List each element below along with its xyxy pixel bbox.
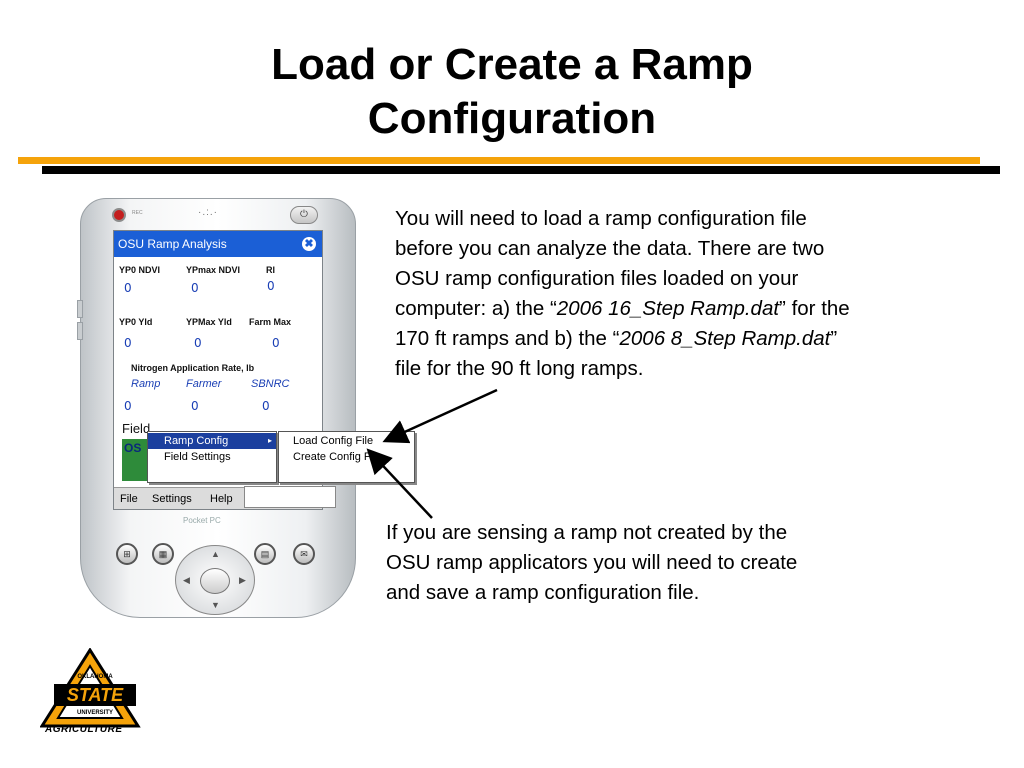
pocket-pc-brand: Pocket PC bbox=[183, 516, 221, 525]
arrow-right-icon: ▸ bbox=[267, 436, 272, 445]
file-name-16-step: 2006 16_Step Ramp.dat bbox=[556, 297, 780, 320]
dpad-up-icon[interactable]: ▲ bbox=[211, 549, 220, 559]
slide-title: Load or Create a Ramp Configuration bbox=[0, 38, 1024, 146]
menu-item-ramp-config[interactable]: Ramp Config ▸ bbox=[148, 433, 276, 449]
side-button-minus[interactable] bbox=[77, 322, 83, 340]
yp0-ndvi-value: 0 bbox=[124, 281, 132, 295]
contacts-icon[interactable]: ▤ bbox=[254, 543, 276, 565]
record-icon[interactable] bbox=[112, 208, 126, 222]
dpad-right-icon[interactable]: ▶ bbox=[239, 575, 246, 585]
app-title-bar: OSU Ramp Analysis ✖ bbox=[114, 231, 322, 257]
start-icon[interactable]: ⊞ bbox=[116, 543, 138, 565]
sbnrc-value: 0 bbox=[262, 399, 270, 413]
ri-value: 0 bbox=[267, 279, 275, 293]
logo-oklahoma: OKLAHOMA bbox=[77, 674, 113, 680]
menu-item-create-config[interactable]: Create Config File bbox=[293, 451, 382, 463]
app-title: OSU Ramp Analysis bbox=[118, 237, 227, 251]
ypmax-ndvi-value: 0 bbox=[191, 281, 199, 295]
slide-title-line1: Load or Create a Ramp bbox=[271, 40, 753, 89]
load-desc-line: file for the 90 ft long ramps. bbox=[395, 357, 644, 380]
farmer-value: 0 bbox=[191, 399, 199, 413]
menu-settings[interactable]: Settings bbox=[152, 493, 192, 505]
load-desc-line: before you can analyze the data. There a… bbox=[395, 237, 825, 260]
side-button-plus[interactable] bbox=[77, 300, 83, 318]
field-partial-text: OS bbox=[124, 441, 142, 455]
osu-logo: OKLAHOMA STATE UNIVERSITY bbox=[40, 648, 141, 728]
field-label: Field bbox=[122, 421, 151, 436]
file-name-8-step: 2006 8_Step Ramp.dat bbox=[619, 327, 831, 350]
farm-max-label: Farm Max bbox=[249, 317, 292, 327]
yp0-yld-label: YP0 Yld bbox=[119, 317, 153, 327]
close-icon[interactable]: ✖ bbox=[302, 237, 316, 251]
ypmax-yld-label: YPMax Yld bbox=[186, 317, 232, 327]
dpad-center-button[interactable] bbox=[200, 568, 230, 594]
calendar-icon[interactable]: ▦ bbox=[152, 543, 174, 565]
inbox-icon[interactable]: ✉ bbox=[293, 543, 315, 565]
create-description: If you are sensing a ramp not created by… bbox=[386, 518, 946, 608]
farmer-sub-label: Farmer bbox=[186, 378, 222, 390]
rec-label: REC bbox=[132, 210, 143, 216]
nitrogen-rate-header: Nitrogen Application Rate, lb bbox=[131, 363, 255, 373]
load-desc-line: OSU ramp configuration files loaded on y… bbox=[395, 267, 799, 290]
ramp-sub-label: Ramp bbox=[131, 378, 161, 390]
ramp-config-label: Ramp Config bbox=[164, 435, 229, 447]
title-rule-orange bbox=[18, 157, 980, 164]
title-rule-black bbox=[42, 166, 1000, 174]
ypmax-yld-value: 0 bbox=[194, 336, 202, 350]
load-description: You will need to load a ramp configurati… bbox=[395, 204, 995, 384]
ypmax-ndvi-label: YPmax NDVI bbox=[186, 265, 241, 275]
menu-item-field-settings[interactable]: Field Settings bbox=[164, 451, 231, 463]
logo-university: UNIVERSITY bbox=[77, 710, 113, 716]
ri-label: RI bbox=[266, 265, 275, 275]
create-desc-line: If you are sensing a ramp not created by… bbox=[386, 521, 788, 544]
farm-max-value: 0 bbox=[272, 336, 280, 350]
menu-item-load-config[interactable]: Load Config File bbox=[293, 435, 374, 447]
speaker-icon: ·.:.· bbox=[198, 207, 218, 218]
create-desc-line: and save a ramp configuration file. bbox=[386, 581, 700, 604]
menu-help[interactable]: Help bbox=[210, 493, 233, 505]
ramp-value: 0 bbox=[124, 399, 132, 413]
dpad-left-icon[interactable]: ◀ bbox=[183, 575, 190, 585]
create-desc-line: OSU ramp applicators you will need to cr… bbox=[386, 551, 798, 574]
dpad-down-icon[interactable]: ▼ bbox=[211, 600, 220, 610]
power-icon[interactable]: ⏻ bbox=[290, 206, 318, 224]
slide-title-line2: Configuration bbox=[367, 94, 657, 143]
yp0-ndvi-label: YP0 NDVI bbox=[119, 265, 161, 275]
menu-file[interactable]: File bbox=[120, 493, 138, 505]
ramp-config-submenu: Load Config File Create Config File bbox=[278, 431, 415, 483]
load-desc-line: You will need to load a ramp configurati… bbox=[395, 207, 807, 230]
yp0-yld-value: 0 bbox=[124, 336, 132, 350]
load-desc-line: computer: a) the “2006 16_Step Ramp.dat”… bbox=[395, 297, 850, 320]
menubar-blank-area bbox=[244, 486, 336, 508]
logo-agriculture: AGRICULTURE bbox=[45, 724, 123, 735]
logo-state: STATE bbox=[67, 685, 124, 705]
load-desc-line: 170 ft ramps and b) the “2006 8_Step Ram… bbox=[395, 327, 838, 350]
settings-menu: Ramp Config ▸ Field Settings bbox=[147, 431, 277, 483]
sbnrc-sub-label: SBNRC bbox=[251, 378, 290, 390]
